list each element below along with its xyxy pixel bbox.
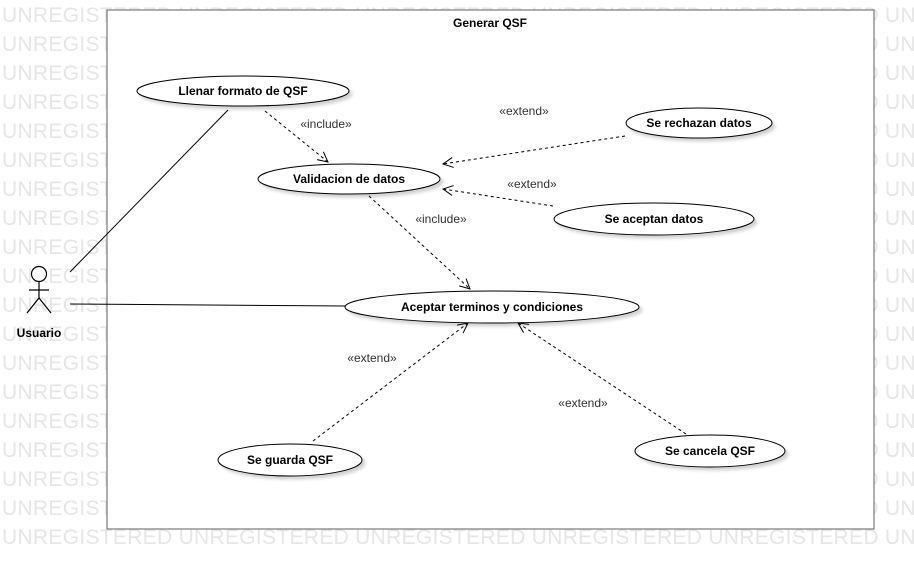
use-case-label: Se guarda QSF — [247, 453, 333, 467]
use-case-validacion-datos[interactable]: Validacion de datos — [257, 163, 441, 195]
use-case-aceptan-datos[interactable]: Se aceptan datos — [553, 202, 755, 236]
use-case-label: Se aceptan datos — [605, 212, 704, 226]
use-case-label: Llenar formato de QSF — [178, 84, 307, 98]
actor-right-leg — [38, 297, 52, 314]
extend-label: «extend» — [507, 177, 557, 191]
association-aceptar-terminos[interactable] — [69, 303, 346, 307]
use-case-llenar-formato[interactable]: Llenar formato de QSF — [136, 75, 350, 107]
use-case-label: Se cancela QSF — [665, 444, 755, 458]
extend-label: «extend» — [558, 396, 608, 410]
use-case-label: Validacion de datos — [293, 172, 405, 186]
system-title: Generar QSF — [453, 16, 527, 30]
use-case-label: Aceptar terminos y condiciones — [401, 300, 583, 314]
use-case-label: Se rechazan datos — [646, 116, 752, 130]
actor-usuario[interactable]: Usuario — [17, 265, 62, 341]
extend-label: «extend» — [499, 104, 549, 118]
extend-guarda-aceptar[interactable] — [312, 323, 468, 442]
actor-head — [30, 265, 48, 283]
actor-left-leg — [26, 297, 40, 314]
include-validacion-aceptar[interactable] — [368, 195, 470, 289]
extend-label: «extend» — [347, 351, 397, 365]
include-llenar-validacion[interactable] — [264, 110, 328, 162]
use-case-cancela-qsf[interactable]: Se cancela QSF — [634, 434, 786, 468]
include-label: «include» — [300, 117, 352, 131]
use-case-aceptar-terminos[interactable]: Aceptar terminos y condiciones — [344, 290, 640, 324]
include-label: «include» — [415, 212, 467, 226]
extend-aceptan-validacion[interactable] — [443, 189, 554, 207]
use-case-guarda-qsf[interactable]: Se guarda QSF — [217, 443, 363, 477]
use-case-rechazan-datos[interactable]: Se rechazan datos — [625, 107, 773, 139]
extend-rechazan-validacion[interactable] — [443, 135, 626, 164]
association-llenar[interactable] — [69, 109, 229, 273]
actor-label: Usuario — [17, 326, 62, 340]
